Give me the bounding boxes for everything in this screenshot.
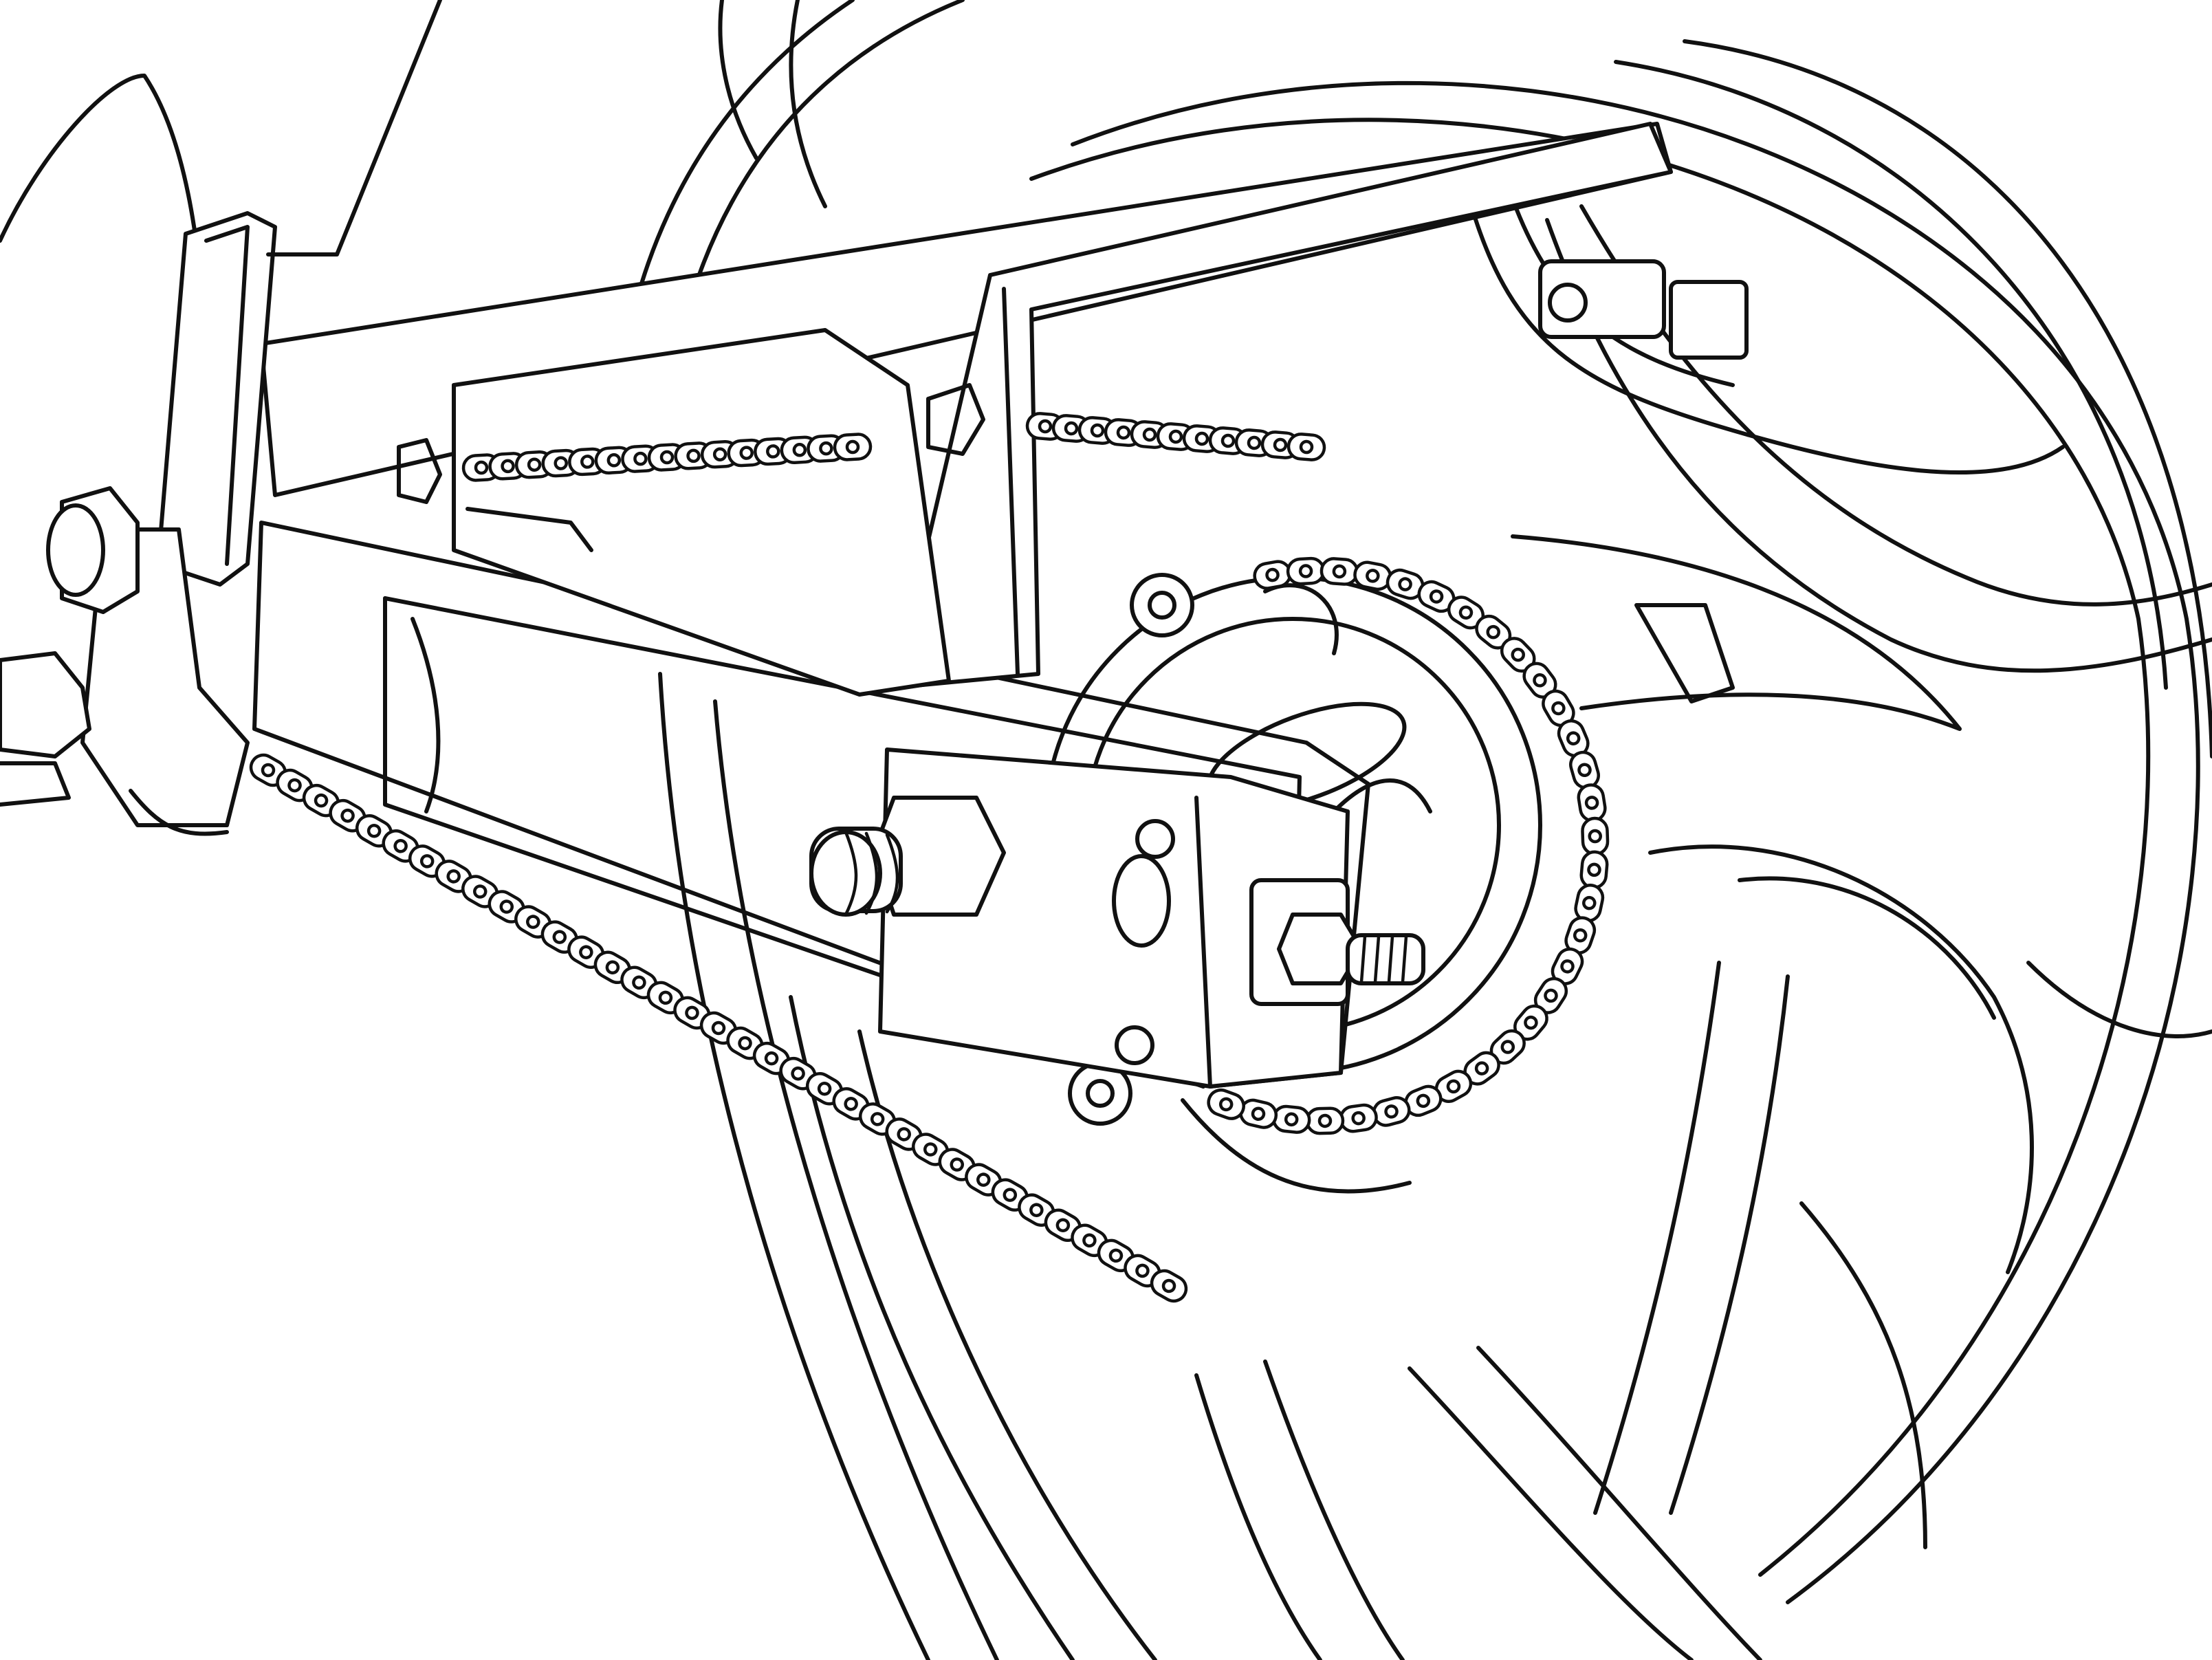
axle-nut bbox=[809, 796, 1006, 917]
chain-link bbox=[1463, 1051, 1500, 1086]
chain-link bbox=[1579, 850, 1609, 890]
chain-link bbox=[1577, 783, 1607, 822]
chain-link bbox=[833, 433, 873, 461]
chain-link bbox=[1286, 556, 1326, 586]
drive-chain bbox=[249, 412, 1610, 1303]
chain-link bbox=[807, 434, 846, 463]
rear-wheel bbox=[609, 0, 2212, 1660]
chain-link bbox=[1319, 557, 1359, 586]
chain-link bbox=[1513, 1004, 1548, 1041]
chain-link bbox=[1286, 433, 1326, 461]
chain-link bbox=[1150, 1269, 1188, 1303]
chain-link bbox=[832, 1087, 870, 1121]
chain-link bbox=[1097, 1238, 1135, 1273]
chain-link bbox=[249, 753, 287, 787]
chain-link bbox=[752, 1041, 791, 1075]
chain-link bbox=[1207, 1088, 1245, 1120]
chain-guard bbox=[397, 122, 1673, 697]
footpeg-bracket bbox=[0, 0, 827, 836]
chain-link bbox=[1569, 750, 1600, 789]
chain-link bbox=[1271, 1104, 1311, 1134]
mudguard bbox=[1469, 197, 2065, 475]
chain-link bbox=[779, 1056, 817, 1091]
chain-link bbox=[1253, 560, 1292, 590]
chain-link bbox=[1339, 1103, 1378, 1133]
chain-link bbox=[1564, 916, 1597, 955]
chain-link bbox=[408, 844, 446, 878]
chain-adjuster-bolt bbox=[1277, 913, 1425, 985]
wheel-spokes bbox=[1511, 204, 2212, 1549]
chain-link bbox=[1305, 1106, 1345, 1135]
chain-link bbox=[1557, 719, 1590, 758]
chain-link bbox=[1581, 816, 1610, 856]
chain-link bbox=[1372, 1096, 1411, 1127]
chain-link bbox=[1238, 1098, 1278, 1129]
